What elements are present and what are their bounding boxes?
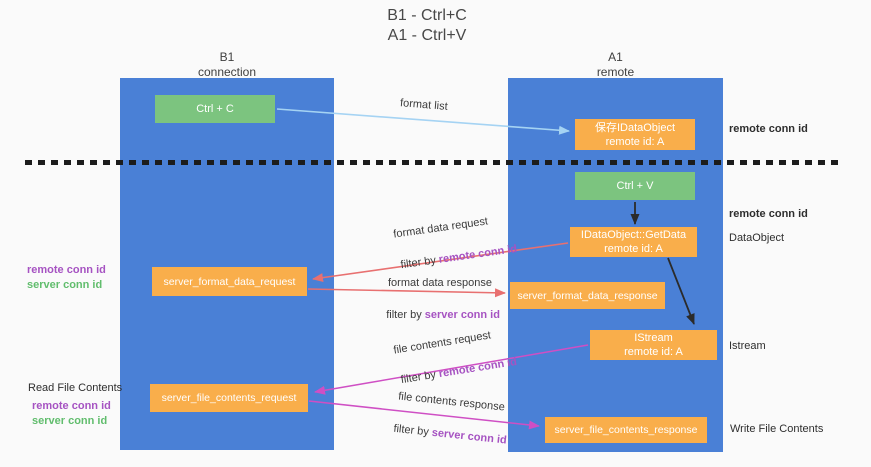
title-line-1: B1 - Ctrl+C	[387, 7, 467, 24]
lifeline-a1-name: A1	[608, 50, 623, 64]
server-format-data-request-box: server_format_data_request	[152, 267, 307, 296]
ctrl-v-label: Ctrl + V	[616, 180, 654, 192]
filter-by-text: filter by	[399, 254, 440, 272]
istream-line1: IStream	[634, 332, 673, 344]
diagram-title: B1 - Ctrl+C A1 - Ctrl+V	[0, 6, 854, 46]
save-dataobject-box: 保存IDataObject remote id: A	[575, 119, 695, 150]
filter-by-server-conn-id-label-2: filter by server conn id	[379, 410, 508, 459]
server-file-contents-request-label: server_file_contents_request	[161, 392, 297, 404]
lifeline-header-a1: A1 remote	[508, 50, 723, 80]
istream-side-label: Istream	[729, 340, 766, 352]
server-format-data-response-label: server_format_data_response	[517, 289, 658, 302]
filter-by-text: filter by	[392, 422, 433, 439]
save-dataobject-line1: 保存IDataObject	[594, 121, 676, 134]
server-file-contents-request-box: server_file_contents_request	[150, 384, 308, 412]
remote-conn-id-side-label: remote conn id	[32, 400, 111, 412]
remote-conn-id-text: remote conn id	[438, 243, 518, 266]
lifeline-b1-role: connection	[197, 65, 257, 79]
format-list-label: format list	[399, 97, 449, 113]
left-conn-ids-block-2: remote conn id server conn id	[32, 399, 111, 429]
istream-box: IStream remote id: A	[590, 330, 717, 360]
istream-line2: remote id: A	[624, 346, 683, 358]
write-file-contents-label: Write File Contents	[730, 423, 824, 435]
remote-conn-id-right-label-1: remote conn id	[729, 123, 808, 135]
filter-by-text: filter by	[386, 309, 425, 321]
read-file-contents-label: Read File Contents	[28, 382, 123, 394]
remote-conn-id-right-label-2: remote conn id	[729, 208, 808, 220]
server-format-data-request-label: server_format_data_request	[163, 275, 296, 288]
server-file-contents-response-label: server_file_contents_response	[554, 424, 698, 436]
server-conn-id-side-label: server conn id	[27, 279, 103, 291]
left-conn-ids-block-1: remote conn id server conn id	[27, 263, 106, 293]
server-file-contents-response-box: server_file_contents_response	[545, 417, 707, 443]
ctrl-v-box: Ctrl + V	[575, 172, 695, 200]
ctrl-c-label: Ctrl + C	[196, 103, 234, 115]
lifeline-header-b1: B1 connection	[120, 50, 334, 80]
lifeline-b1-name: B1	[219, 50, 235, 64]
getdata-line1: IDataObject::GetData	[580, 229, 687, 241]
dataobject-label: DataObject	[729, 232, 785, 244]
filter-by-server-conn-id-label-1: filter by server conn id	[374, 297, 500, 333]
format-data-response-label: format data response	[388, 277, 492, 289]
title-line-2: A1 - Ctrl+V	[387, 27, 467, 44]
server-conn-id-side-label: server conn id	[32, 415, 108, 427]
divider-dashed-line	[25, 160, 843, 165]
getdata-box: IDataObject::GetData remote id: A	[570, 227, 697, 257]
arrow-format-data-response	[307, 288, 506, 298]
save-dataobject-line2: remote id: A	[605, 135, 665, 148]
getdata-line2: remote id: A	[604, 243, 663, 255]
remote-conn-id-text: remote conn id	[437, 355, 518, 381]
server-format-data-response-box: server_format_data_response	[510, 282, 665, 309]
file-contents-response-label: file contents response	[397, 390, 506, 414]
remote-conn-id-side-label: remote conn id	[27, 264, 106, 276]
server-conn-id-text: server conn id	[424, 309, 500, 321]
server-conn-id-text: server conn id	[431, 426, 508, 447]
ctrl-c-box: Ctrl + C	[155, 95, 275, 123]
filter-by-text: filter by	[399, 368, 440, 387]
lifeline-a1-role: remote	[596, 65, 635, 79]
